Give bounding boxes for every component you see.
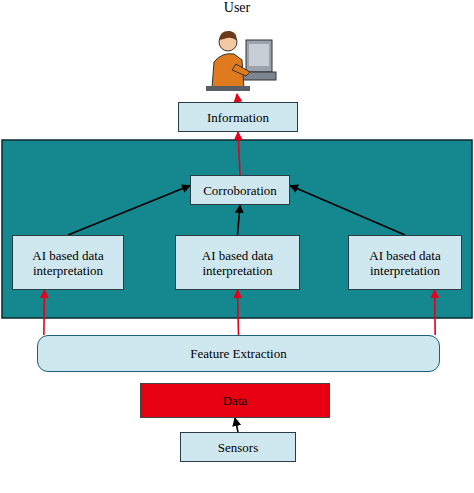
flow-arrow <box>238 132 240 175</box>
node-text: Data <box>220 393 251 408</box>
process-box: AI based data interpretation <box>12 235 124 290</box>
flow-arrow <box>43 290 45 335</box>
flow-arrow <box>235 418 238 432</box>
node-text: Information <box>204 110 272 125</box>
user-figure: User <box>192 0 282 94</box>
flow-arrow <box>237 94 238 102</box>
system-panel <box>2 140 472 318</box>
node-text: Feature Extraction <box>187 346 289 361</box>
process-box: AI based data interpretation <box>348 235 462 290</box>
node-text: AI based data interpretation <box>13 248 123 278</box>
user-arm <box>232 64 250 76</box>
process-box: Sensors <box>180 432 296 462</box>
desk <box>206 86 250 91</box>
node-text: AI based data interpretation <box>176 248 299 278</box>
feature-band: Feature Extraction <box>37 335 440 372</box>
user-icon <box>206 31 276 91</box>
process-box: Corroboration <box>190 175 290 205</box>
user-hair <box>219 31 236 40</box>
node-text: AI based data interpretation <box>349 248 461 278</box>
monitor-body <box>246 40 272 72</box>
process-box: AI based data interpretation <box>175 235 300 290</box>
flow-arrow <box>290 186 405 236</box>
flow-arrow <box>68 186 190 236</box>
flow-arrow <box>238 205 241 235</box>
process-box: Information <box>178 102 298 132</box>
data-box: Data <box>140 383 330 418</box>
monitor-screen <box>249 44 269 66</box>
node-text: Sensors <box>215 440 261 455</box>
flow-arrow <box>238 290 239 335</box>
node-text: Corroboration <box>200 183 280 198</box>
node-text: User <box>221 0 253 15</box>
flow-arrow <box>434 290 436 335</box>
